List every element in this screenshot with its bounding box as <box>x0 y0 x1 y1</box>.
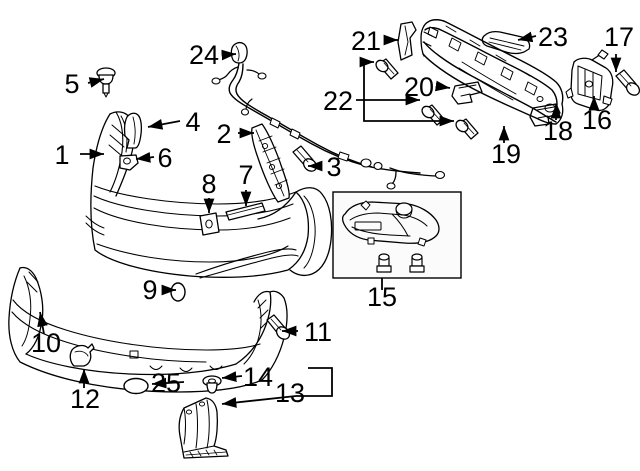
leader-lines <box>37 31 622 408</box>
callout-label-13: 13 <box>275 378 305 408</box>
callout-labels: 1 2 3 4 5 6 7 8 9 10 11 12 13 14 15 16 1… <box>31 22 634 414</box>
callout-label-8: 8 <box>201 169 216 199</box>
inset-bolt-left <box>376 253 392 273</box>
callout-label-10: 10 <box>31 328 61 358</box>
callout-label-22: 22 <box>323 86 353 116</box>
callout-label-21: 21 <box>351 26 381 56</box>
callout-label-23: 23 <box>538 22 568 52</box>
part-14-grommet-nut <box>202 375 222 394</box>
part-24-wiring-harness <box>211 41 446 190</box>
callout-label-1: 1 <box>54 140 69 170</box>
part-7-trim-strip <box>225 202 266 221</box>
callout-label-12: 12 <box>70 384 100 414</box>
callout-label-4: 4 <box>185 107 200 137</box>
part-6-clip-nut <box>119 154 139 171</box>
part-11-screw <box>266 314 291 340</box>
callout-label-20: 20 <box>404 72 434 102</box>
callout-label-6: 6 <box>157 143 172 173</box>
callout-label-14: 14 <box>243 362 273 392</box>
callout-label-5: 5 <box>64 69 79 99</box>
bolt-22c <box>455 118 479 140</box>
callout-label-11: 11 <box>304 317 332 347</box>
part-3-screw <box>292 145 318 172</box>
callout-label-19: 19 <box>491 139 521 169</box>
part-13-side-support-bracket <box>178 397 229 459</box>
part-5-push-pin-retainer <box>96 67 116 98</box>
part-8-plate <box>199 212 220 236</box>
callout-label-3: 3 <box>326 152 341 182</box>
part-17-bolt <box>615 69 640 96</box>
part-21-stay-bracket <box>397 21 417 61</box>
rear-bumper-cover-assembly <box>85 111 333 279</box>
part-23-absorber-pad <box>481 30 531 55</box>
callout-label-17: 17 <box>604 22 634 52</box>
part-18-reinforcement-bar <box>420 19 564 125</box>
part-25-oval-grommet <box>123 377 149 395</box>
callout-label-9: 9 <box>142 275 157 305</box>
callout-label-24: 24 <box>189 40 219 70</box>
bolt-22a <box>375 58 399 80</box>
inset-bolt-right <box>409 253 425 273</box>
part-16-energy-absorber-bracket <box>565 49 614 112</box>
part-2-side-retainer-bracket <box>251 123 290 203</box>
callout-label-15: 15 <box>367 282 397 312</box>
callout-label-2: 2 <box>216 119 231 149</box>
part-22-bolt-set <box>375 58 479 140</box>
callout-label-7: 7 <box>238 160 253 190</box>
part-12-tow-eye-cap <box>69 343 95 367</box>
callout-label-16: 16 <box>582 105 612 135</box>
callout-label-25: 25 <box>151 368 181 398</box>
part-9-grommet <box>170 282 186 302</box>
part-4-side-bracket <box>123 112 143 149</box>
part-15-inset-box <box>332 191 462 279</box>
callout-label-18: 18 <box>543 116 573 146</box>
